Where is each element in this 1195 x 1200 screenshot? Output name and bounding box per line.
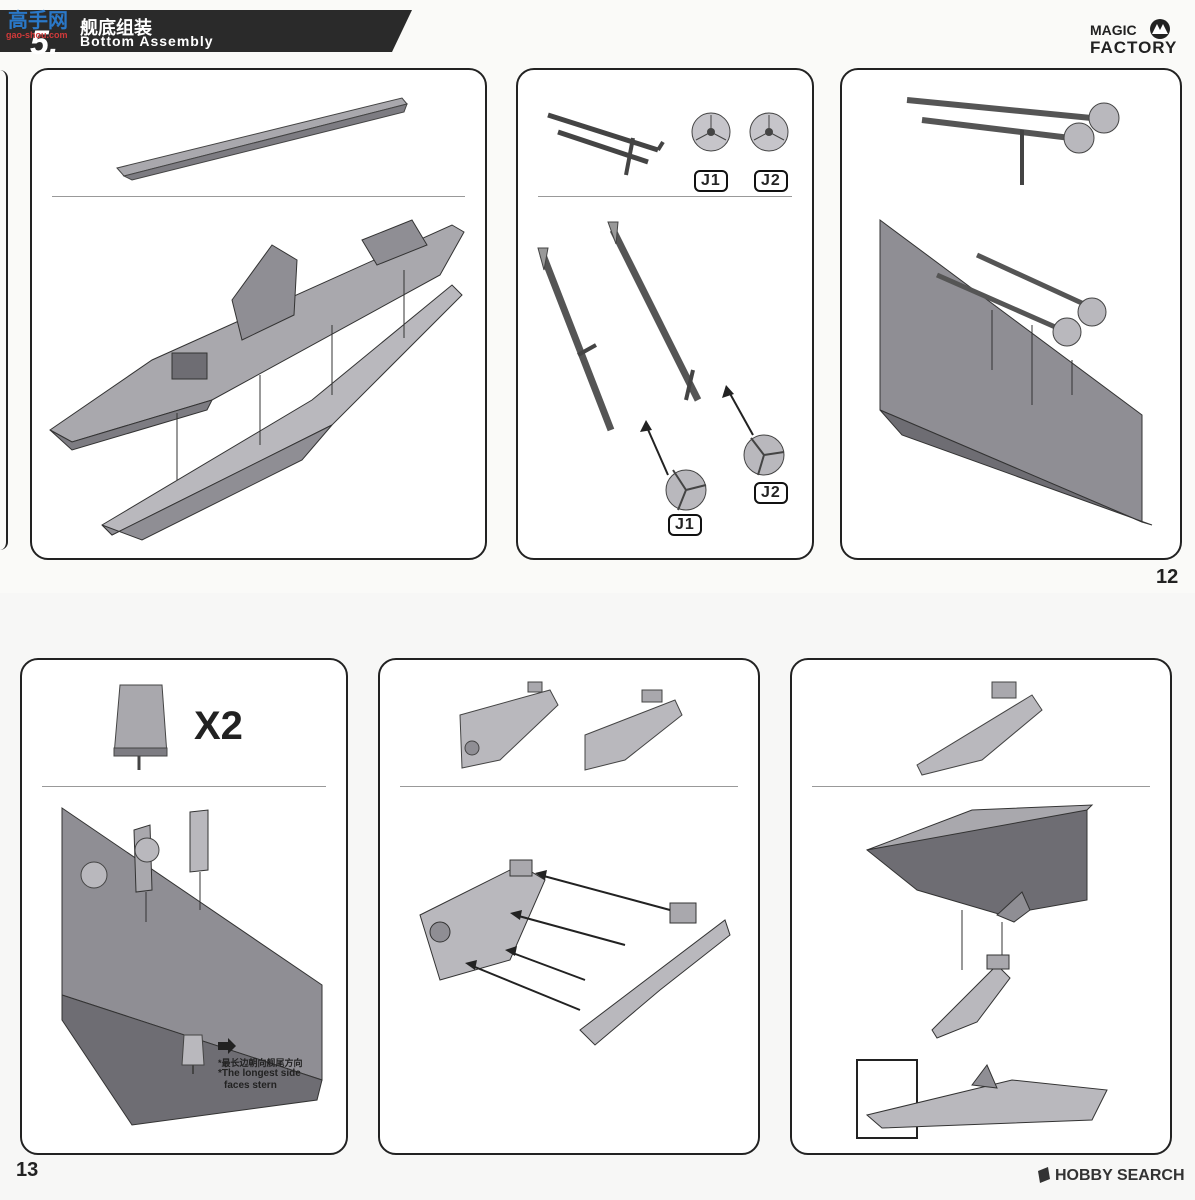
completed-ship-preview-illustration [856, 1059, 1108, 1139]
lower-hull-part-illustration [116, 97, 408, 181]
part-label-j1-assembly: J1 [668, 514, 702, 536]
watermark-site-cn: 高手网 [8, 10, 68, 32]
instruction-page-13: X2 *最长边朝向舰尾方向 *The longest side faces st… [0, 593, 1195, 1200]
rudder-note-en-line2: faces stern [224, 1080, 277, 1091]
brand-logo-icon [1150, 19, 1170, 39]
step-title-cn: 舰底组装 [80, 18, 152, 38]
sonar-dome-half-left-illustration [459, 681, 559, 769]
instruction-page-12: 5. 舰底组装 Bottom Assembly 高手网 gao-shou.com… [0, 0, 1195, 593]
watermark-site-url: gao-shou.com [6, 30, 68, 40]
brand-line2: FACTORY [1090, 38, 1178, 57]
step-number: 5. [30, 24, 59, 62]
header-banner [0, 10, 412, 52]
propeller-j1-part-icon [691, 112, 731, 152]
hobby-search-logo-icon [1038, 1167, 1050, 1183]
sonar-dome-placement-illustration [931, 954, 1011, 1039]
rudder-part-illustration [113, 684, 168, 770]
part-label-j2-assembly: J2 [754, 482, 788, 504]
page-number-12: 12 [1156, 566, 1179, 588]
panel-rudders: X2 *最长边朝向舰尾方向 *The longest side faces st… [20, 658, 348, 1155]
propeller-j2-part-icon [749, 112, 789, 152]
assembled-shafts-illustration [906, 97, 1120, 185]
ship-upper-and-lower-hull-illustration [49, 219, 465, 541]
panel-propeller-shafts: J1 J2 J1 J2 [516, 68, 814, 560]
rudder-orientation-icon [181, 1034, 236, 1074]
part-label-j1: J1 [694, 170, 728, 192]
part-label-j2: J2 [754, 170, 788, 192]
panel-hull-assembly [30, 68, 487, 560]
rudder-quantity: X2 [194, 704, 243, 748]
hull-bow-illustration [865, 804, 1094, 970]
propeller-j1-icon [665, 469, 707, 511]
assembled-sonar-dome-illustration [916, 681, 1043, 776]
rudder-note-cn: *最长边朝向舰尾方向 [218, 1058, 303, 1068]
shaft-parts-illustration [547, 112, 665, 176]
page-edge-left [0, 70, 8, 550]
rudder-note-en-line1: *The longest side [218, 1068, 301, 1079]
propeller-j2-icon [743, 434, 785, 476]
sonar-dome-half-right-illustration [584, 689, 683, 771]
sonar-dome-assembly-illustration [419, 859, 731, 1046]
step-title-en: Bottom Assembly [80, 33, 214, 49]
footer-source: HOBBY SEARCH [1055, 1167, 1185, 1184]
brand-line1: MAGIC [1090, 22, 1137, 38]
panel-shafts-on-hull [840, 68, 1182, 560]
panel-sonar-dome-halves [378, 658, 760, 1155]
hull-stern-with-shafts-illustration [879, 219, 1153, 526]
shaft-assembly-illustration [537, 221, 754, 476]
panel-dome-to-hull [790, 658, 1172, 1155]
page-number-13: 13 [16, 1159, 39, 1181]
